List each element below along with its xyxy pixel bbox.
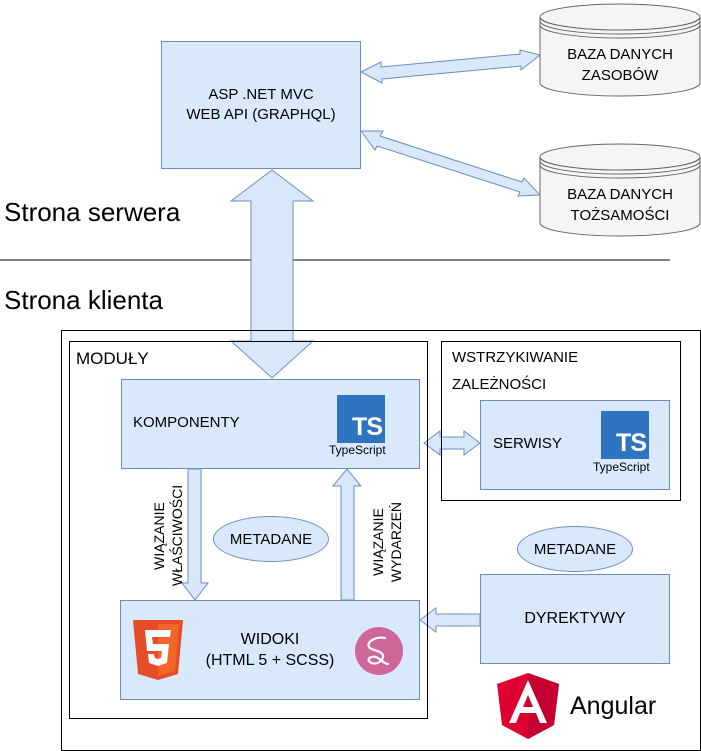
views-label-line2: (HTML 5 + SCSS) <box>205 652 335 669</box>
property-binding-label: WIĄZANIE WŁAŚCIWOŚCI <box>150 484 186 586</box>
typescript-icon: TS <box>337 395 385 443</box>
services-label: SERWISY <box>493 435 562 452</box>
metadata-ellipse-modules: METADANE <box>213 516 329 562</box>
angular-label: Angular <box>570 692 657 720</box>
di-label-line2: ZALEŻNOŚCI <box>452 376 547 393</box>
modules-label: MODUŁY <box>76 349 149 368</box>
db1-label-line1: BAZA DANYCH <box>567 46 673 63</box>
server-box: ASP .NET MVC WEB API (GRAPHQL) <box>161 41 361 169</box>
typescript-icon: TS <box>601 411 649 459</box>
html5-icon <box>133 620 183 680</box>
db2-label-line2: TOŻSAMOŚCI <box>570 207 670 224</box>
views-label-line1: WIDOKI <box>240 631 300 648</box>
event-binding-line2: WYDARZEŃ <box>388 501 404 583</box>
metadata-ellipse-directives: METADANE <box>517 526 633 572</box>
db1-label-line2: ZASOBÓW <box>581 67 659 84</box>
db-cylinder-2 <box>539 143 701 237</box>
ts-badge-text: TS <box>616 429 647 457</box>
typescript-caption: TypeScript <box>593 460 650 474</box>
property-binding-arrow <box>180 468 210 601</box>
components-box: KOMPONENTY TS TypeScript <box>121 379 420 469</box>
event-binding-arrow <box>331 468 363 601</box>
property-binding-line2: WŁAŚCIWOŚCI <box>169 484 185 586</box>
server-label-line2: WEB API (GRAPHQL) <box>186 106 336 123</box>
di-label-line1: WSTRZYKIWANIE <box>452 349 579 366</box>
ts-badge-text: TS <box>352 413 383 441</box>
server-db1-arrow <box>359 49 542 84</box>
sass-icon <box>355 627 403 675</box>
views-box: WIDOKI (HTML 5 + SCSS) <box>120 600 420 700</box>
server-client-arrow <box>229 169 315 379</box>
property-binding-line1: WIĄZANIE <box>151 502 167 570</box>
server-side-label: Strona serwera <box>4 197 181 227</box>
services-box: SERWISY TS TypeScript <box>480 400 670 490</box>
di-frame: WSTRZYKIWANIE ZALEŻNOŚCI <box>441 341 681 501</box>
directives-label: DYREKTYWY <box>524 610 626 627</box>
directives-box: DYREKTYWY <box>480 574 670 664</box>
typescript-caption: TypeScript <box>329 443 386 457</box>
angular-icon <box>497 673 559 739</box>
client-side-label: Strona klienta <box>4 285 163 315</box>
server-db2-arrow <box>360 130 542 197</box>
server-label-line1: ASP .NET MVC <box>208 86 314 103</box>
event-binding-line1: WIĄZANIE <box>370 508 386 576</box>
modules-frame: MODUŁY <box>69 341 428 719</box>
event-binding-label: WIĄZANIE WYDARZEŃ <box>369 492 405 592</box>
db2-label-line1: BAZA DANYCH <box>567 186 673 203</box>
components-label: KOMPONENTY <box>133 414 240 431</box>
db-cylinder-1 <box>539 3 701 97</box>
